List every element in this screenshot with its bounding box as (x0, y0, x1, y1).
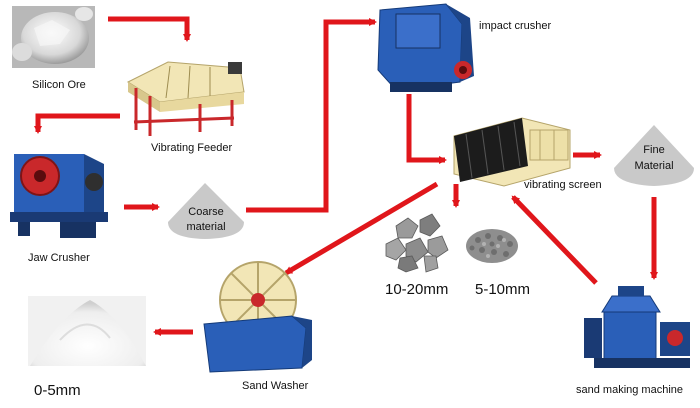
label-vibrating-feeder: Vibrating Feeder (151, 142, 232, 154)
label-5-10mm: 5-10mm (475, 281, 530, 298)
jaw-crusher-machine (10, 154, 108, 238)
label-sand-making-machine: sand making machine (576, 384, 683, 396)
label-silicon-ore: Silicon Ore (32, 79, 86, 91)
arrow-ore-to-feeder (108, 16, 191, 42)
vibrating-screen-machine (453, 117, 571, 187)
label-10-20mm: 10-20mm (385, 281, 448, 298)
impact-crusher-machine (377, 3, 474, 92)
fine-material-cone: Fine Material (614, 125, 694, 186)
coarse-material-label-2: material (186, 221, 225, 233)
arrow-feeder-to-jaw (34, 113, 120, 134)
node-labels: Silicon Ore Vibrating Feeder Jaw Crusher… (28, 20, 683, 399)
fine-material-label-2: Material (634, 160, 673, 172)
label-vibrating-screen: vibrating screen (524, 179, 602, 191)
label-0-5mm: 0-5mm (34, 382, 81, 399)
arrow-coarse-to-impact (246, 18, 377, 213)
fine-material-label-1: Fine (643, 144, 664, 156)
label-sand-washer: Sand Washer (242, 380, 309, 392)
flow-arrows (34, 16, 658, 336)
sand-washer-machine (203, 261, 312, 373)
label-jaw-crusher: Jaw Crusher (28, 252, 90, 264)
aggregate-5-10-photo (466, 229, 518, 263)
white-sand-pile-photo (28, 296, 146, 366)
arrow-sandmaker-to-screen (511, 195, 598, 285)
vibrating-feeder-machine (126, 61, 245, 136)
arrow-screen-to-washer (284, 181, 439, 276)
arrow-impact-to-screen (406, 94, 447, 164)
silicon-ore-photo (12, 6, 95, 68)
sand-making-machine (584, 286, 690, 368)
aggregate-10-20-photo (385, 213, 449, 273)
label-impact-crusher: impact crusher (479, 20, 551, 32)
coarse-material-cone: Coarse material (168, 183, 244, 239)
coarse-material-label-1: Coarse (188, 206, 223, 218)
